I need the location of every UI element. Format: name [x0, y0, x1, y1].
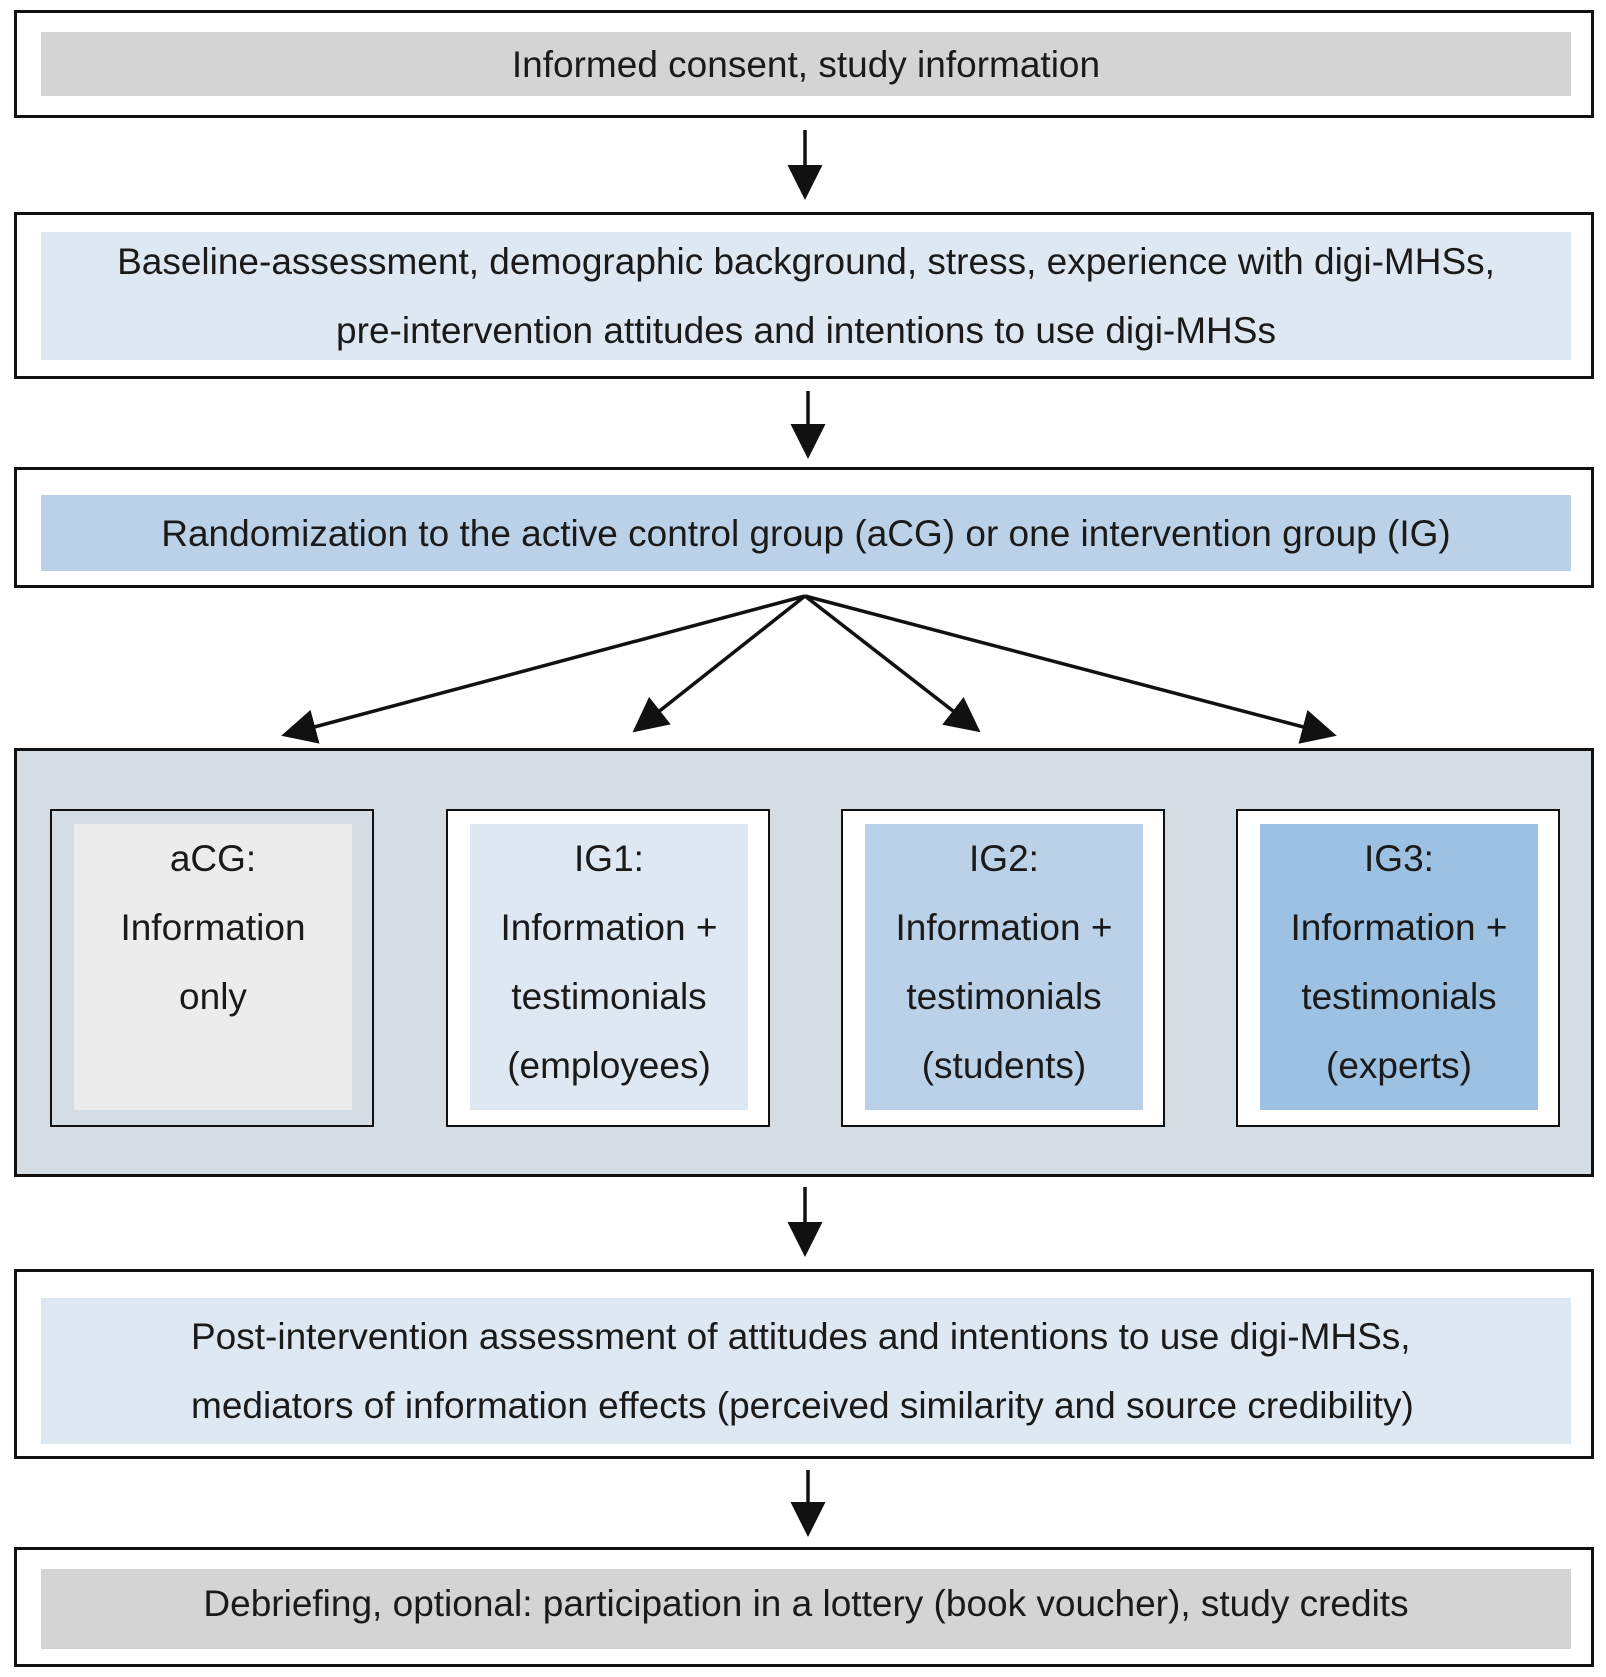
post-step: Post-intervention assessment of attitude…	[14, 1269, 1594, 1459]
group-ig2-box: IG2: Information + testimonials (student…	[865, 824, 1143, 1110]
group-ig1-line4: (employees)	[507, 1045, 711, 1086]
group-ig3: IG3: Information + testimonials (experts…	[1236, 809, 1560, 1127]
group-ig3-line2: Information +	[1290, 907, 1508, 948]
group-ig1-line2: Information +	[500, 907, 718, 948]
consent-band: Informed consent, study information	[41, 32, 1571, 96]
baseline-text-line1: Baseline-assessment, demographic backgro…	[117, 241, 1495, 282]
arrow-to-ig2	[803, 594, 981, 733]
debriefing-text: Debriefing, optional: participation in a…	[203, 1583, 1409, 1624]
group-acg: aCG: Information only	[50, 809, 374, 1127]
group-ig2: IG2: Information + testimonials (student…	[841, 809, 1165, 1127]
group-ig2-line4: (students)	[921, 1045, 1087, 1086]
consent-step: Informed consent, study information	[14, 10, 1594, 118]
groups-panel: aCG: Information only IG1: Information +…	[14, 748, 1594, 1177]
randomization-text: Randomization to the active control grou…	[161, 512, 1451, 554]
debriefing-step: Debriefing, optional: participation in a…	[14, 1547, 1594, 1667]
arrow-to-ig3	[804, 594, 1337, 744]
group-ig3-box: IG3: Information + testimonials (experts…	[1260, 824, 1538, 1110]
arrow-to-acg	[281, 594, 806, 744]
group-ig1-line3: testimonials	[511, 976, 707, 1017]
group-ig3-line4: (experts)	[1326, 1045, 1472, 1086]
group-ig2-line2: Information +	[895, 907, 1113, 948]
group-ig3-line1: IG3:	[1364, 838, 1434, 879]
baseline-step: Baseline-assessment, demographic backgro…	[14, 212, 1594, 379]
arrow-to-ig1	[632, 594, 807, 733]
group-ig1: IG1: Information + testimonials (employe…	[446, 809, 770, 1127]
group-acg-line3: only	[179, 976, 247, 1017]
group-acg-line1: aCG:	[169, 838, 257, 879]
post-band: Post-intervention assessment of attitude…	[41, 1298, 1571, 1444]
post-text-line1: Post-intervention assessment of attitude…	[191, 1316, 1411, 1357]
debriefing-band: Debriefing, optional: participation in a…	[41, 1569, 1571, 1649]
group-acg-line2: Information	[120, 907, 306, 948]
group-acg-box: aCG: Information only	[74, 824, 352, 1110]
group-ig2-line1: IG2:	[969, 838, 1039, 879]
group-ig2-line3: testimonials	[906, 976, 1102, 1017]
consent-text: Informed consent, study information	[511, 43, 1101, 85]
group-ig1-line1: IG1:	[574, 838, 644, 879]
baseline-band: Baseline-assessment, demographic backgro…	[41, 232, 1571, 360]
baseline-text-line2: pre-intervention attitudes and intention…	[336, 310, 1276, 351]
group-ig3-line3: testimonials	[1301, 976, 1497, 1017]
randomization-step: Randomization to the active control grou…	[14, 467, 1594, 588]
group-ig1-box: IG1: Information + testimonials (employe…	[470, 824, 748, 1110]
randomization-band: Randomization to the active control grou…	[41, 495, 1571, 571]
post-text-line2: mediators of information effects (percei…	[191, 1385, 1414, 1426]
